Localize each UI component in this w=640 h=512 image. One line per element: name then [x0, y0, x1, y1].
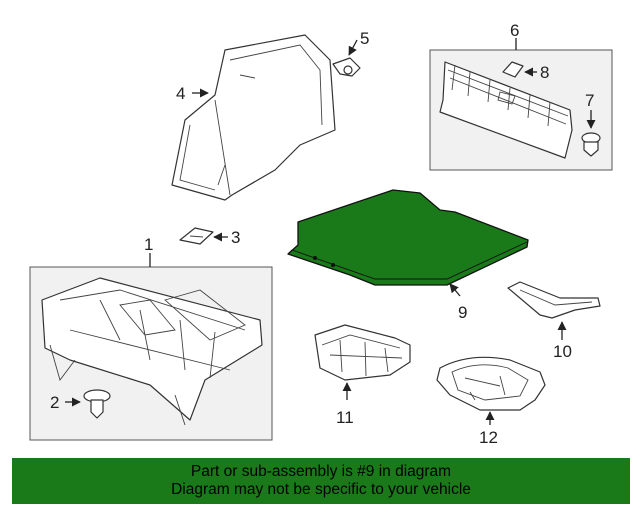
callout-12[interactable]: 12 — [479, 428, 498, 447]
callout-4[interactable]: 4 — [176, 84, 185, 103]
rear-sill-plate-6[interactable] — [439, 61, 573, 159]
bracket-10[interactable] — [507, 281, 601, 319]
callout-7[interactable]: 7 — [585, 91, 594, 110]
quarter-trim-panel-4[interactable] — [171, 34, 336, 201]
callout-11[interactable]: 11 — [336, 408, 354, 427]
clip-3[interactable] — [179, 227, 214, 245]
callout-6[interactable]: 6 — [510, 21, 519, 40]
package-tray-part[interactable] — [41, 277, 263, 426]
callout-9[interactable]: 9 — [458, 303, 467, 322]
callout-5[interactable]: 5 — [360, 29, 369, 48]
storage-tray-11[interactable] — [314, 324, 411, 381]
banner-line-1: Part or sub-assembly is #9 in diagram — [190, 463, 452, 480]
fastener-5[interactable] — [332, 57, 361, 77]
push-pin-fastener-2[interactable] — [83, 389, 111, 419]
load-floor-panel-9[interactable] — [287, 189, 529, 286]
callout-3[interactable]: 3 — [231, 228, 240, 247]
info-banner: Part or sub-assembly is #9 in diagram Di… — [12, 458, 630, 504]
callout-10[interactable]: 10 — [553, 342, 572, 361]
callout-1[interactable]: 1 — [144, 235, 153, 254]
callout-8[interactable]: 8 — [540, 63, 549, 82]
spare-tray-12[interactable] — [436, 356, 546, 411]
banner-line-2: Diagram may not be specific to your vehi… — [171, 481, 471, 498]
clip-7[interactable] — [581, 132, 601, 157]
callout-2[interactable]: 2 — [50, 393, 59, 412]
retainer-8[interactable] — [502, 61, 524, 78]
